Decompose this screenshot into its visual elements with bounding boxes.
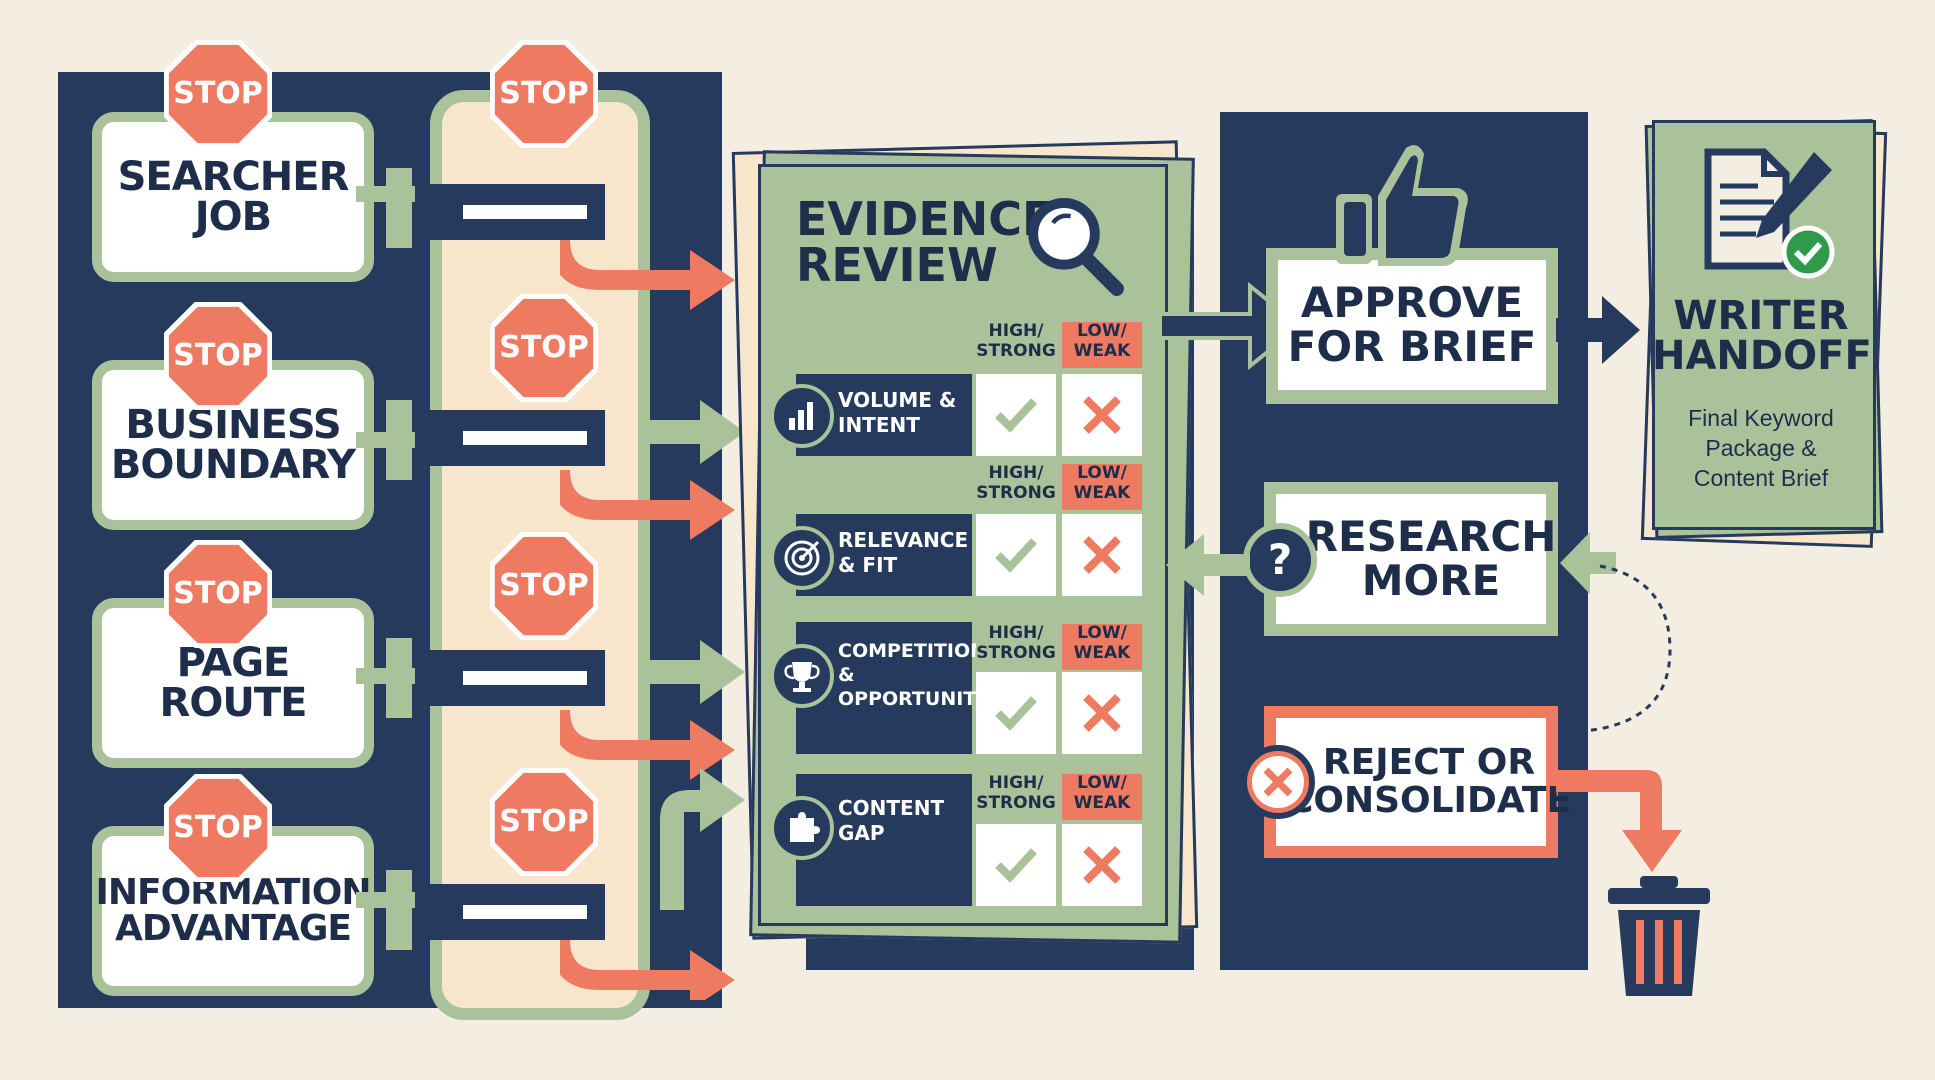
trash-icon [1604, 874, 1714, 1000]
x-icon [1238, 742, 1318, 822]
stop-text: STOP [173, 76, 263, 111]
cross-cell [1062, 672, 1142, 754]
coral-arrow [560, 470, 735, 540]
gate-bar [415, 884, 605, 940]
research-in-arrow [1560, 532, 1616, 594]
connector [386, 638, 412, 718]
criterion-label: CONTENT GAP [838, 796, 945, 845]
thumbs-up-icon [1326, 134, 1476, 274]
criterion-label: COMPETITION & OPPORTUNITY [838, 640, 991, 710]
flow-arrows [560, 240, 745, 1000]
coral-arrow [560, 240, 735, 310]
check-icon [995, 538, 1037, 573]
coral-arrow [560, 710, 735, 780]
reject-or-consolidate-card: REJECT OR CONSOLIDATE [1276, 718, 1571, 846]
criterion-label-box: VOLUME & INTENT [796, 374, 972, 456]
handoff-arrow [1556, 296, 1640, 364]
cross-cell [1062, 514, 1142, 596]
stop-text: STOP [499, 76, 589, 111]
cross-icon [1083, 694, 1121, 732]
column-header-high: HIGH/ STRONG [976, 773, 1056, 820]
sage-arrow [650, 400, 745, 464]
stop-sign-icon [490, 294, 598, 402]
stop-text: STOP [173, 338, 263, 373]
stop-sign-icon [164, 302, 272, 410]
stage-label: PAGE ROUTE [159, 640, 308, 726]
gate-bar [415, 410, 605, 466]
gate-bar-line [463, 431, 587, 445]
criterion-row-relevance-fit: RELEVANCE & FIT [770, 514, 1142, 596]
research-back-arrow [1166, 534, 1250, 596]
research-more-card: RESEARCH MORE [1276, 494, 1556, 624]
gate-bar [415, 650, 605, 706]
connector [386, 400, 412, 480]
criterion-row-volume-intent: VOLUME & INTENT [770, 374, 1142, 456]
gate-bar [415, 184, 605, 240]
target-icon [770, 526, 834, 590]
writer-handoff-subtitle: Final Keyword Package & Content Brief [1688, 405, 1834, 491]
stop-sign-icon [490, 532, 598, 640]
column-header-low: LOW/ WEAK [1062, 321, 1142, 368]
check-icon [995, 696, 1037, 731]
criterion-row-content-gap: CONTENT GAP HIGH/ STRONG LOW/ WEAK [770, 773, 1142, 906]
check-cell [976, 824, 1056, 906]
document-pen-icon [1698, 142, 1838, 282]
column-header-high: HIGH/ STRONG [976, 321, 1056, 368]
sage-arrow [660, 768, 745, 910]
stop-text: STOP [499, 568, 589, 603]
check-cell [976, 514, 1056, 596]
stop-text: STOP [499, 804, 589, 839]
gate-bar-line [463, 671, 587, 685]
cross-cell [1062, 374, 1142, 456]
cross-icon [1083, 536, 1121, 574]
cross-cell [1062, 824, 1142, 906]
svg-text:?: ? [1268, 535, 1292, 584]
check-icon [995, 848, 1037, 883]
column-header-high: HIGH/ STRONG [976, 623, 1056, 670]
connector [386, 168, 412, 248]
cross-icon [1083, 396, 1121, 434]
column-header-high: HIGH/ STRONG [976, 463, 1056, 510]
stage-label: INFORMATION ADVANTAGE [95, 872, 372, 949]
reject-arrow [1556, 770, 1682, 872]
criterion-row-competition-opportunity: COMPETITION & OPPORTUNITY HIGH/ STRONG L… [770, 622, 1142, 754]
sage-arrow [650, 640, 745, 704]
check-cell [976, 672, 1056, 754]
check-cell [976, 374, 1056, 456]
question-icon: ? [1240, 520, 1320, 600]
criterion-label: RELEVANCE & FIT [838, 528, 969, 577]
stop-sign-icon [164, 540, 272, 648]
trophy-icon [770, 644, 834, 708]
bar-chart-icon [770, 384, 834, 448]
column-header-low: LOW/ WEAK [1062, 623, 1142, 670]
writer-handoff-title: WRITER HANDOFF [1652, 293, 1872, 379]
column-header-low: LOW/ WEAK [1062, 773, 1142, 820]
gate-bar-line [463, 205, 587, 219]
stop-sign-icon [490, 768, 598, 876]
approve-for-brief-card: APPROVE FOR BRIEF [1278, 260, 1546, 390]
stop-sign-icon [164, 40, 272, 148]
stop-sign-icon [490, 40, 598, 148]
criterion-label-box: RELEVANCE & FIT [796, 514, 972, 596]
gate-bar-line [463, 905, 587, 919]
cross-icon [1083, 846, 1121, 884]
stop-text: STOP [173, 576, 263, 611]
feedback-loop [1569, 564, 1672, 734]
connector [386, 870, 412, 950]
check-icon [995, 398, 1037, 433]
stop-text: STOP [173, 810, 263, 845]
magnifier-icon [1020, 192, 1130, 302]
coral-arrow [560, 940, 735, 1000]
stop-text: STOP [499, 330, 589, 365]
column-header-low: LOW/ WEAK [1062, 463, 1142, 510]
puzzle-icon [770, 796, 834, 860]
stage-label: BUSINESS BOUNDARY [110, 402, 356, 488]
evidence-review-title: EVIDENCE REVIEW [796, 192, 1054, 292]
stop-sign-icon [164, 774, 272, 882]
stage-label: SEARCHER JOB [117, 154, 350, 240]
criterion-label: VOLUME & INTENT [838, 388, 957, 437]
